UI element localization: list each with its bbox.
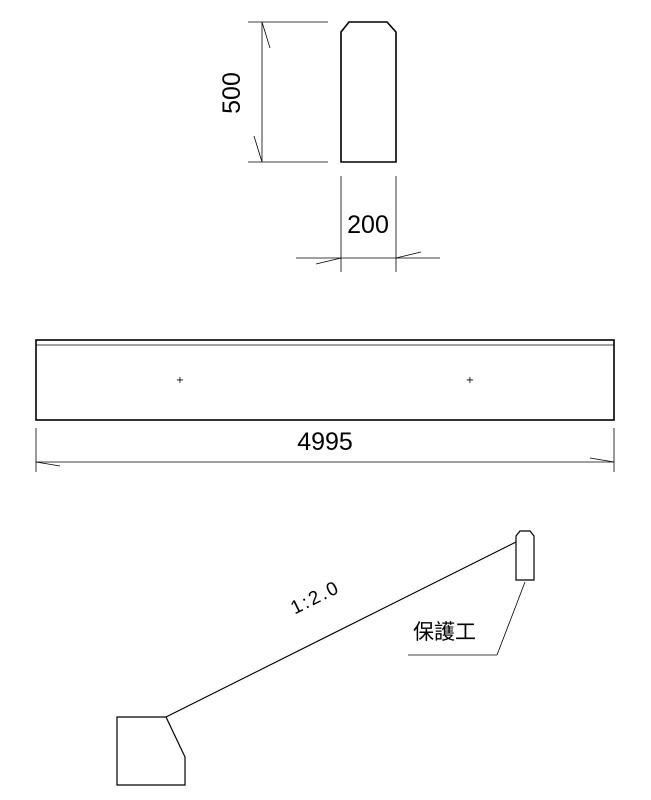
block-plan-view: + + 4995 [35,339,615,472]
block-section-outline [340,21,397,163]
width-dimension-text: 200 [347,211,389,239]
lifting-point-right: + [466,375,474,386]
slope-line [165,541,517,718]
length-dimension-text: 4995 [297,428,353,456]
toe-foundation-outline [116,716,186,786]
block-cross-section: 500 200 [218,21,440,272]
slope-ratio-label: 1:2.0 [287,577,343,619]
height-arrow-top [261,21,271,49]
width-arrow-left [315,257,342,265]
lifting-point-left: + [176,375,184,386]
height-dimension-text: 500 [218,72,246,114]
length-arrow-left [35,461,61,467]
protection-leader-diagonal [496,581,526,656]
block-plan-outline [35,339,615,421]
protection-block-outline [515,530,535,581]
width-arrow-right [395,251,422,259]
slope-placement-view: 保護工 1:2.0 [116,530,535,786]
height-arrow-bottom [253,135,263,163]
length-arrow-right [589,457,615,463]
protection-label: 保護工 [413,620,476,644]
